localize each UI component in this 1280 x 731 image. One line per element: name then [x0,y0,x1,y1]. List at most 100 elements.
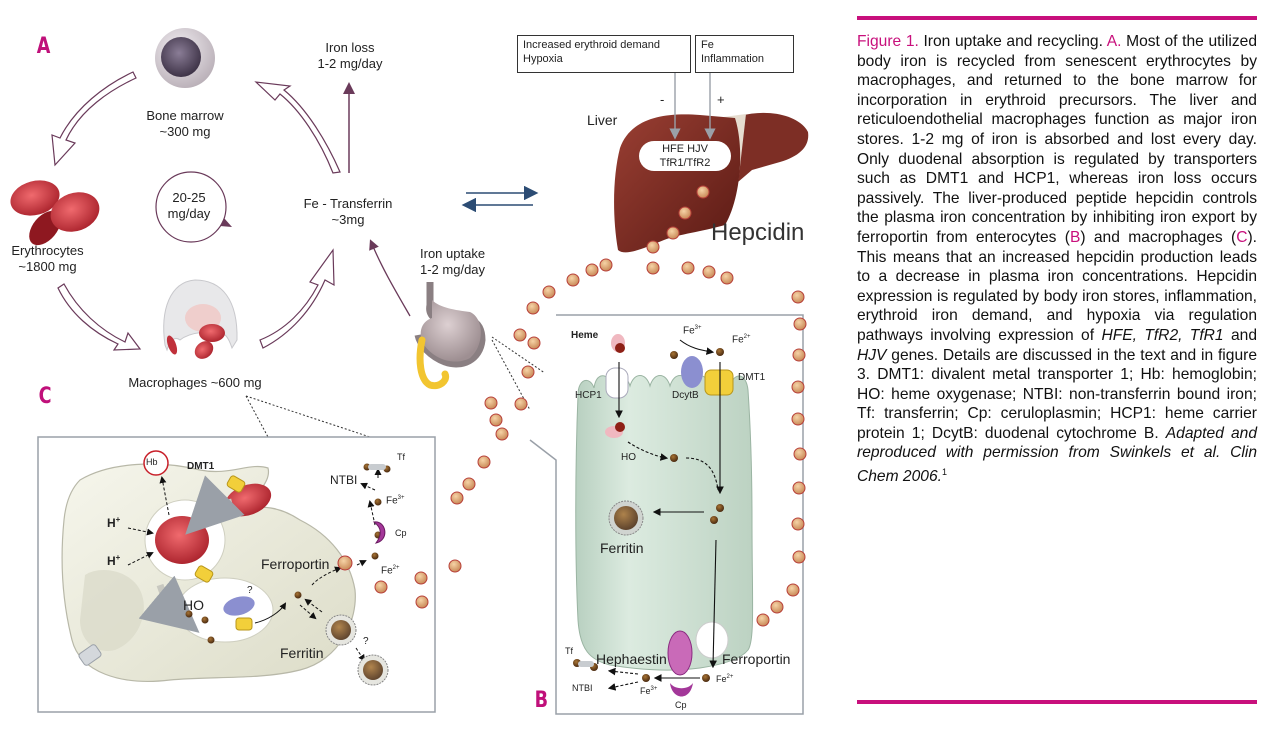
b-ho-label: HO [621,452,636,463]
enterocyte-cp [670,683,693,697]
diagram-canvas [10,28,809,715]
b-ntbi-label: NTBI [572,683,593,693]
b-ferritin-label: Ferritin [600,540,644,556]
arrow-macrophages-to-transferrin [259,248,335,349]
arrow-bonemarrow-to-erythrocytes [51,71,137,167]
hepcidin-dot [791,517,805,531]
hepcidin-dot [513,328,527,342]
liver-label: Liver [587,112,618,128]
b-dcytb-label: DcytB [672,390,699,401]
hepcidin-dot [696,185,710,199]
b-tf-label: Tf [565,646,573,656]
bone-marrow-label: Bone marrow ~300 mg [130,108,240,139]
panel-c-engulfed-rbc [155,516,209,564]
liver-genes-line1: HFE HJV [662,143,708,155]
hepcidin-dot [414,571,428,585]
liver-genes-line2: TfR1/TfR2 [659,157,711,169]
caption-p1: Most of the utilized body iron is recycl… [857,33,1257,246]
c-tf-label: Tf [397,452,405,462]
hepcidin-dot [792,348,806,362]
hepcidin-dot [477,455,491,469]
hypoxia-text: Hypoxia [523,53,563,65]
panel-c-dmt1-low [235,617,253,631]
fe-inflammation-box: Fe Inflammation [695,35,794,73]
bone-marrow-amount: ~300 mg [159,123,211,139]
hepcidin-dot [484,396,498,410]
b-fe3-bottom: Fe3+ [640,686,658,696]
panel-letter-c: C [38,384,52,409]
erythrocytes-icon [10,180,100,246]
hepcidin-dot [527,336,541,350]
c-question-1: ? [247,585,253,596]
enterocyte-heme-top-iron [615,343,625,353]
b-heme-label: Heme [571,330,599,341]
iron-uptake-title: Iron uptake [420,246,486,261]
minus-sign: - [660,92,665,107]
hepcidin-dot [666,226,680,240]
c-question-2: ? [363,636,369,647]
macrophage-icon [163,279,238,359]
panel-c-degradation-arrow [138,575,200,633]
caption-ref-a: A. [1106,33,1122,50]
caption-ref-b: B [1069,228,1081,246]
enterocyte-hephaestin [667,630,693,676]
fe-text: Fe [701,39,714,51]
stomach-icon [414,282,486,390]
caption-p5: genes. Details are discussed in the text… [857,346,1257,442]
macrophages-label: Macrophages ~600 mg [128,375,262,390]
hepcidin-dot [415,595,429,609]
panel-c-nucleus [80,570,144,651]
figure-label: Figure 1. [857,33,919,50]
panel-c-ferritin-cell [325,614,357,646]
bone-marrow-name: Bone marrow [146,108,224,123]
caption-title: Iron uptake and recycling. [918,33,1107,50]
hepcidin-dot [448,559,462,573]
caption-ref-c: C [1236,228,1248,246]
panel-c-cp [372,521,386,544]
hepcidin-dot [756,613,770,627]
hepcidin-dot [791,290,805,304]
iron-uptake-rate: 1-2 mg/day [420,261,486,277]
hepcidin-dot [792,481,806,495]
caption-text: Figure 1. Iron uptake and recycling. A. … [857,32,1257,487]
hepcidin-dot [702,265,716,279]
caption-bottom-rule [857,700,1257,704]
c-fe3-label: Fe3+ [386,495,405,507]
figure-caption: Figure 1. Iron uptake and recycling. A. … [857,16,1257,487]
liver-genes-pill [639,141,731,171]
cycle-rate-value: 20-25 [172,190,206,205]
erythroid-demand-text: Increased erythroid demand [523,39,660,51]
hepcidin-dot [792,550,806,564]
panel-c-arrows [127,468,382,662]
hepcidin-dot [646,240,660,254]
caption-top-rule [857,16,1257,20]
caption-gene-hjv: HJV [857,346,887,364]
b-fe2-bottom: Fe2+ [716,674,734,684]
b-ferroportin-label: Ferroportin [722,651,791,667]
panel-c-phagocytosis-arrow [185,475,245,535]
hepcidin-dots [374,185,807,627]
caption-p3: ). This means that an increased hepcidin… [857,228,1257,344]
c-fe2-label: Fe2+ [381,565,400,577]
iron-uptake-label: Iron uptake 1-2 mg/day [420,246,510,277]
hepcidin-dot [599,258,613,272]
erythroid-demand-box: Increased erythroid demand Hypoxia [517,35,691,73]
b-hephaestin-label: Hephaestin [596,651,667,667]
panel-c-dmt1-mid [194,565,214,583]
caption-genes: HFE, TfR2, TfR1 [1101,326,1224,344]
hepcidin-dot [514,397,528,411]
panel-c-ho-enzyme [223,596,255,616]
caption-credit-ref: 1 [941,467,947,478]
cycle-arrows [51,71,341,351]
hepcidin-dot [793,317,807,331]
enterocyte-dmt1 [704,369,734,396]
hepcidin-dot [585,263,599,277]
plus-sign: + [717,92,725,107]
panel-c-tf [368,464,386,470]
hepcidin-dot [720,271,734,285]
hepcidin-dot [793,447,807,461]
erythrocytes-label: Erythrocytes ~1800 mg [0,243,95,274]
c-h-plus-1: H+ [107,515,121,530]
erythrocytes-name: Erythrocytes [11,243,84,258]
hepcidin-dot [450,491,464,505]
